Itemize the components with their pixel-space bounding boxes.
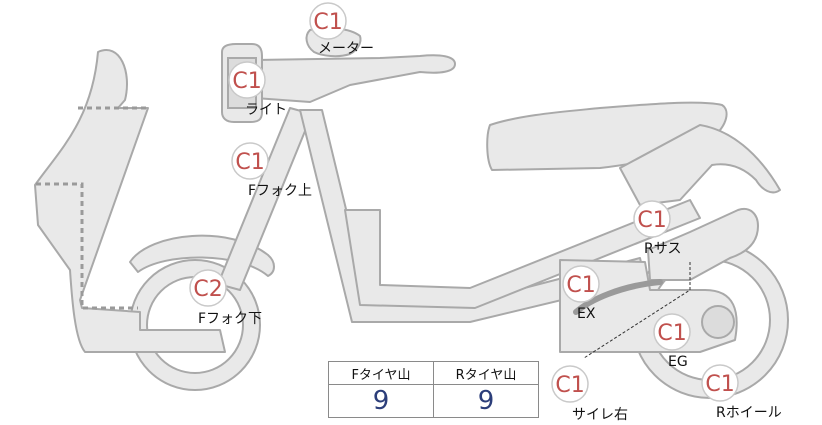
badge-f-fork-lower-label: Fフォク下 — [198, 311, 262, 327]
badge-meter-code: C1 — [313, 10, 342, 35]
badge-f-fork-lower-code: C2 — [193, 277, 222, 302]
silencer-leader-line — [583, 262, 691, 359]
engine-block — [559, 259, 738, 353]
badge-engine-label: EG — [668, 354, 688, 370]
badge-meter[interactable]: C1 メーター — [309, 2, 374, 57]
badge-r-suspension[interactable]: C1 Rサス — [633, 200, 681, 257]
rear-tread-header: Rタイヤ山 — [433, 361, 539, 385]
frame-tube — [299, 109, 646, 323]
badge-silencer-right[interactable]: C1 サイレ右 — [551, 365, 628, 423]
badge-f-fork-upper-code: C1 — [235, 150, 264, 175]
rear-shock — [647, 208, 759, 281]
handlebar — [254, 54, 456, 103]
badge-silencer-right-label: サイレ右 — [572, 407, 628, 423]
badge-f-fork-upper[interactable]: C1 Fフォク上 — [231, 142, 312, 199]
badge-r-suspension-label: Rサス — [644, 241, 681, 257]
tire-tread-table: Fタイヤ山 Rタイヤ山 9 9 — [328, 361, 539, 418]
badge-engine-code: C1 — [657, 321, 686, 346]
badge-f-fork-upper-label: Fフォク上 — [248, 183, 312, 199]
front-tread-value: 9 — [328, 384, 434, 418]
front-tread-header: Fタイヤ山 — [328, 361, 434, 385]
tire-tread-header-row: Fタイヤ山 Rタイヤ山 — [328, 361, 539, 385]
tire-tread-value-row: 9 9 — [328, 384, 539, 418]
badge-r-wheel-label: Rホイール — [716, 405, 782, 421]
badge-light[interactable]: C1 ライト — [228, 61, 287, 118]
badge-engine[interactable]: C1 EG — [653, 313, 691, 370]
rear-cowl — [619, 124, 781, 206]
badge-r-wheel[interactable]: C1 Rホイール — [701, 364, 782, 421]
badge-f-fork-lower[interactable]: C2 Fフォク下 — [189, 269, 262, 327]
badge-exhaust-code: C1 — [566, 273, 595, 298]
exhaust-pipe — [573, 279, 663, 315]
engine-hub — [701, 305, 735, 339]
badge-meter-label: メーター — [318, 41, 374, 57]
rear-tread-value: 9 — [433, 384, 539, 418]
badge-light-label: ライト — [245, 102, 287, 118]
leg-shield-seam-2 — [36, 182, 138, 310]
badge-silencer-right-code: C1 — [555, 373, 584, 398]
badge-exhaust-label: EX — [577, 306, 596, 322]
badge-exhaust[interactable]: C1 EX — [562, 265, 600, 322]
badge-light-code: C1 — [232, 69, 261, 94]
badge-r-wheel-code: C1 — [705, 372, 734, 397]
badge-r-suspension-code: C1 — [637, 208, 666, 233]
